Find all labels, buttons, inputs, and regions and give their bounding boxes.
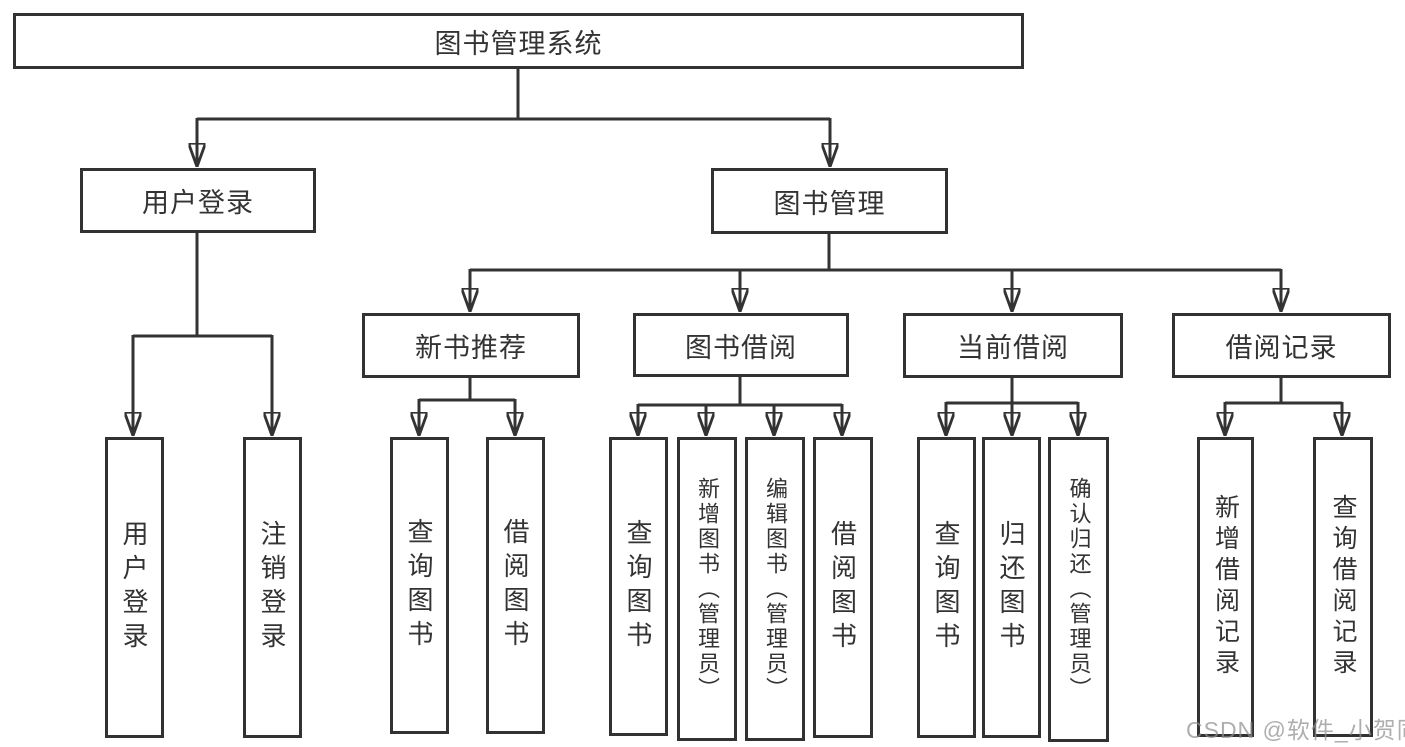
node-root-library-system: 图书管理系统 <box>13 13 1024 69</box>
node-current-borrow: 当前借阅 <box>903 313 1123 378</box>
node-book-management: 图书管理 <box>711 168 948 234</box>
leaf-bb-query-books: 查询图书 <box>609 437 668 736</box>
leaf-cb-query-books: 查询图书 <box>917 437 976 738</box>
leaf-cb-confirm-return-admin: 确认归还（管理员） <box>1048 437 1109 742</box>
leaf-nbr-query-books: 查询图书 <box>390 437 449 734</box>
leaf-br-query-record: 查询借阅记录 <box>1313 437 1373 737</box>
leaf-bb-add-books-admin: 新增图书（管理员） <box>677 437 737 741</box>
csdn-watermark: CSDN @软件_小贺同学 <box>1186 717 1405 743</box>
leaf-bb-borrow-books: 借阅图书 <box>813 437 873 738</box>
node-book-borrow: 图书借阅 <box>633 313 849 377</box>
leaf-bb-edit-books-admin: 编辑图书（管理员） <box>745 437 805 741</box>
node-user-login: 用户登录 <box>80 168 316 233</box>
leaf-nbr-borrow-books: 借阅图书 <box>486 437 545 734</box>
node-new-book-recommend: 新书推荐 <box>362 313 580 378</box>
leaf-user-login: 用户登录 <box>105 437 164 738</box>
node-borrow-records: 借阅记录 <box>1172 313 1391 378</box>
leaf-logout: 注销登录 <box>243 437 302 738</box>
leaf-cb-return-books: 归还图书 <box>982 437 1041 738</box>
leaf-br-add-record: 新增借阅记录 <box>1197 437 1254 737</box>
